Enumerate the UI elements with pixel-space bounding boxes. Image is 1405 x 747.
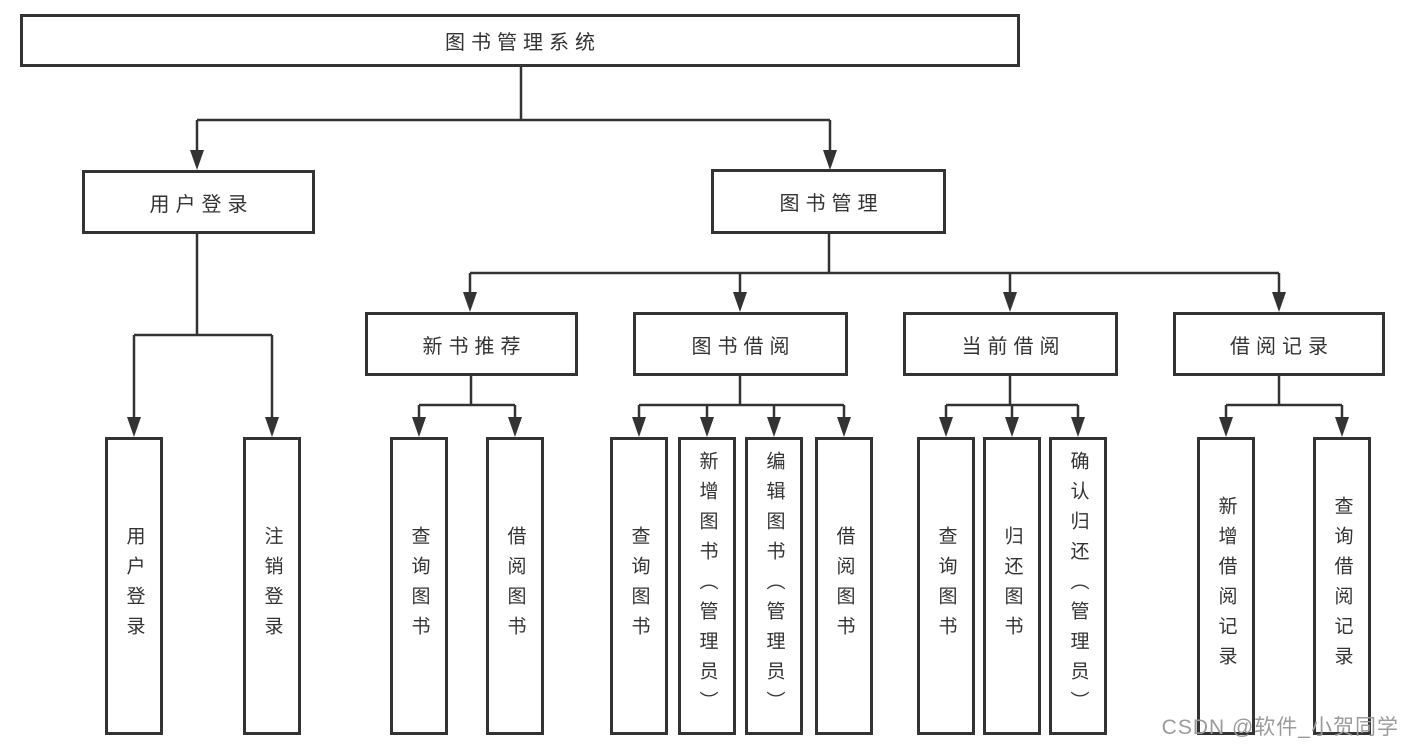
connector-stems — [132, 67, 1344, 419]
leaf-add-borrow-record: 新增借阅记录 — [1197, 437, 1255, 735]
leaf-edit-books-admin: 编辑图书（管理员） — [745, 437, 803, 735]
leaf-label: 借阅图书 — [833, 526, 855, 646]
leaf-label: 查询图书 — [408, 526, 430, 646]
node-book-management: 图书管理 — [711, 169, 946, 234]
node-book-borrow: 图书借阅 — [633, 312, 848, 376]
leaf-current-query-books: 查询图书 — [917, 437, 975, 735]
leaf-add-books-admin: 新增图书（管理员） — [678, 437, 736, 735]
leaf-label: 归还图书 — [1001, 526, 1023, 646]
leaf-logout: 注销登录 — [243, 437, 301, 735]
node-root: 图书管理系统 — [20, 14, 1020, 67]
leaf-label: 查询图书 — [628, 526, 650, 646]
leaf-label: 新增借阅记录 — [1215, 496, 1237, 676]
node-user-login: 用户登录 — [82, 170, 315, 234]
leaf-recommend-borrow-books: 借阅图书 — [486, 437, 544, 735]
leaf-query-borrow-record: 查询借阅记录 — [1313, 437, 1371, 735]
leaf-return-books: 归还图书 — [983, 437, 1041, 735]
leaf-confirm-return-admin: 确认归还（管理员） — [1049, 437, 1107, 735]
leaf-label: 注销登录 — [261, 526, 283, 646]
node-current-borrow: 当前借阅 — [903, 312, 1118, 376]
arrowheads — [127, 150, 1349, 437]
leaf-label: 用户登录 — [123, 526, 145, 646]
leaf-borrow-books: 借阅图书 — [815, 437, 873, 735]
leaf-label: 确认归还（管理员） — [1067, 451, 1089, 721]
csdn-watermark: CSDN @软件_小贺同学 — [1161, 716, 1399, 739]
leaf-label: 借阅图书 — [504, 526, 526, 646]
node-new-book-recommend: 新书推荐 — [365, 312, 578, 376]
node-borrow-records: 借阅记录 — [1173, 312, 1385, 376]
leaf-user-login: 用户登录 — [105, 437, 163, 735]
leaf-borrow-query-books: 查询图书 — [610, 437, 668, 735]
leaf-label: 查询借阅记录 — [1331, 496, 1353, 676]
leaf-label: 查询图书 — [935, 526, 957, 646]
leaf-label: 新增图书（管理员） — [696, 451, 718, 721]
leaf-recommend-query-books: 查询图书 — [390, 437, 448, 735]
leaf-label: 编辑图书（管理员） — [763, 451, 785, 721]
